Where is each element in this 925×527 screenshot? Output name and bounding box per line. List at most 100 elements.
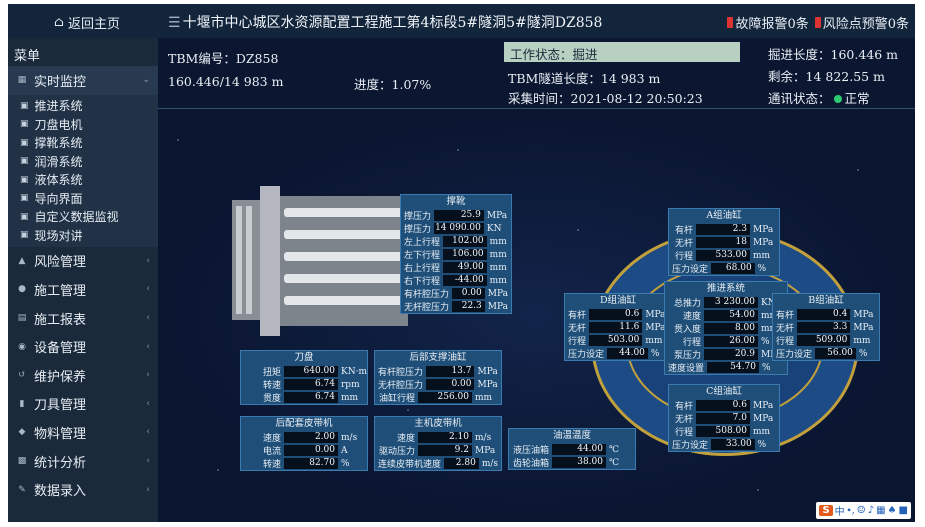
metric-label: 有杆腔压力 (378, 368, 424, 378)
chevron-left-icon: ‹ (146, 313, 150, 324)
metric-value: 56.00 (815, 348, 856, 359)
submenu-item-label: 撑靴系统 (34, 136, 83, 151)
toolbox-icon[interactable]: ■ (898, 505, 908, 516)
metric-value: 26.00 (704, 336, 758, 347)
submenu-item[interactable]: ▣自定义数据监视 (8, 208, 158, 227)
metric-value: 54.00 (704, 310, 758, 321)
submenu-item[interactable]: ▣刀盘电机 (8, 115, 158, 134)
sidebar-item-realtime-monitor[interactable]: ▦ 实时监控 ⌄ (8, 66, 158, 95)
metric-label: 无杆 (674, 239, 693, 249)
metric-label: 有杆 (674, 226, 693, 236)
submenu-item[interactable]: ▣撑靴系统 (8, 134, 158, 153)
menu-toggle-icon[interactable]: ☰ (168, 15, 181, 31)
device-icon: ◉ (18, 341, 26, 352)
panel-title: 推进系统 (706, 283, 745, 294)
emoji-icon[interactable]: ☺ (856, 505, 866, 516)
metric-value: 82.70 (284, 458, 338, 469)
metric-label: 压力设定 (672, 441, 709, 451)
metric-value: 256.00 (418, 392, 472, 403)
metric-label: 齿轮油箱 (512, 459, 549, 469)
submenu-item-label: 自定义数据监视 (34, 210, 119, 225)
keyboard-icon[interactable]: ▦ (876, 505, 886, 516)
mic-icon[interactable]: ♪ (867, 505, 875, 516)
punctuation-icon[interactable]: ∙, (846, 505, 855, 516)
sidebar-item-label: 数据录入 (34, 484, 87, 500)
metric-unit: MPa (753, 237, 774, 248)
sample-time: 采集时间：2021-08-12 20:50:23 (508, 91, 703, 106)
metric-value: 0.6 (589, 309, 643, 320)
sidebar-item[interactable]: ✎数据录入‹ (8, 475, 158, 504)
sidebar-item[interactable]: ▩统计分析‹ (8, 447, 158, 476)
sidebar-item-label: 刀具管理 (34, 398, 87, 414)
fault-alarm-text: 故障报警0条 (735, 17, 809, 32)
metric-label: 无杆 (674, 415, 693, 425)
metric-label: 有杆腔压力 (404, 290, 450, 300)
sidebar-item[interactable]: ◆物料管理‹ (8, 418, 158, 447)
submenu-item[interactable]: ▣推进系统 (8, 97, 158, 116)
metric-value: 9.2 (418, 445, 472, 456)
metric-unit: ℃ (609, 444, 620, 455)
ime-toolbar[interactable]: S 中 ∙, ☺ ♪ ▦ ♠ ■ (816, 502, 911, 519)
risk-alarm[interactable]: 风险点预警0条 (814, 13, 909, 32)
metric-unit: KN (486, 223, 502, 234)
metric-value: 3 230.00 (704, 297, 758, 308)
screen-icon: ▣ (20, 230, 29, 241)
skin-icon[interactable]: ♠ (887, 505, 897, 516)
submenu-item[interactable]: ▣液体系统 (8, 171, 158, 190)
metric-label: 连续皮带机速度 (378, 460, 442, 470)
metric-unit: mm (475, 392, 493, 403)
home-link[interactable]: ⌂ 返回主页 (54, 13, 120, 32)
metric-value: 0.00 (284, 445, 338, 456)
metric-value: 0.4 (797, 309, 851, 320)
online-status-icon (833, 95, 842, 103)
sidebar-item[interactable]: ◉设备管理‹ (8, 332, 158, 361)
sidebar-item-label: 实时监控 (34, 74, 87, 90)
metric-label: 油缸行程 (378, 394, 415, 404)
metric-unit: % (761, 336, 770, 347)
fault-alarm[interactable]: 故障报警0条 (727, 13, 809, 32)
progress-pair: 160.446/14 983 m (168, 74, 284, 89)
metric-value: 533.00 (696, 250, 750, 261)
metric-unit: MPa (487, 301, 508, 312)
metric-unit: % (341, 458, 350, 469)
submenu-item[interactable]: ▣导向界面 (8, 189, 158, 208)
bell-icon: ▲ (18, 255, 26, 266)
submenu-item[interactable]: ▣现场对讲 (8, 226, 158, 245)
sidebar-item[interactable]: ●施工管理‹ (8, 275, 158, 304)
metric-label: 无杆腔压力 (404, 303, 450, 313)
alarm-summary: 故障报警0条 风险点预警0条 (727, 13, 909, 32)
metric-label: 右下行程 (404, 277, 441, 287)
metric-unit: MPa (753, 224, 774, 235)
sidebar-item[interactable]: ▲风险管理‹ (8, 247, 158, 276)
metric-label: 左下行程 (404, 251, 441, 261)
sidebar-item[interactable]: ▤施工报表‹ (8, 304, 158, 333)
chevron-down-icon: ⌄ (142, 75, 150, 86)
screen-icon: ▣ (20, 174, 29, 185)
wrench-icon: ↺ (18, 370, 26, 381)
metric-label: 无杆 (568, 324, 587, 334)
sidebar-item[interactable]: ▮刀具管理‹ (8, 390, 158, 419)
screen-icon: ▣ (20, 100, 29, 111)
sidebar-item[interactable]: ↺维护保养‹ (8, 361, 158, 390)
ime-language[interactable]: 中 (834, 507, 845, 518)
metric-label: 无杆腔压力 (378, 381, 424, 391)
metric-value: 2.10 (418, 432, 472, 443)
metric-label: 扭矩 (262, 368, 281, 378)
metric-value: 8.00 (704, 323, 758, 334)
screen-icon: ▣ (20, 156, 29, 167)
metric-unit: mm (753, 426, 771, 437)
submenu-item[interactable]: ▣润滑系统 (8, 152, 158, 171)
